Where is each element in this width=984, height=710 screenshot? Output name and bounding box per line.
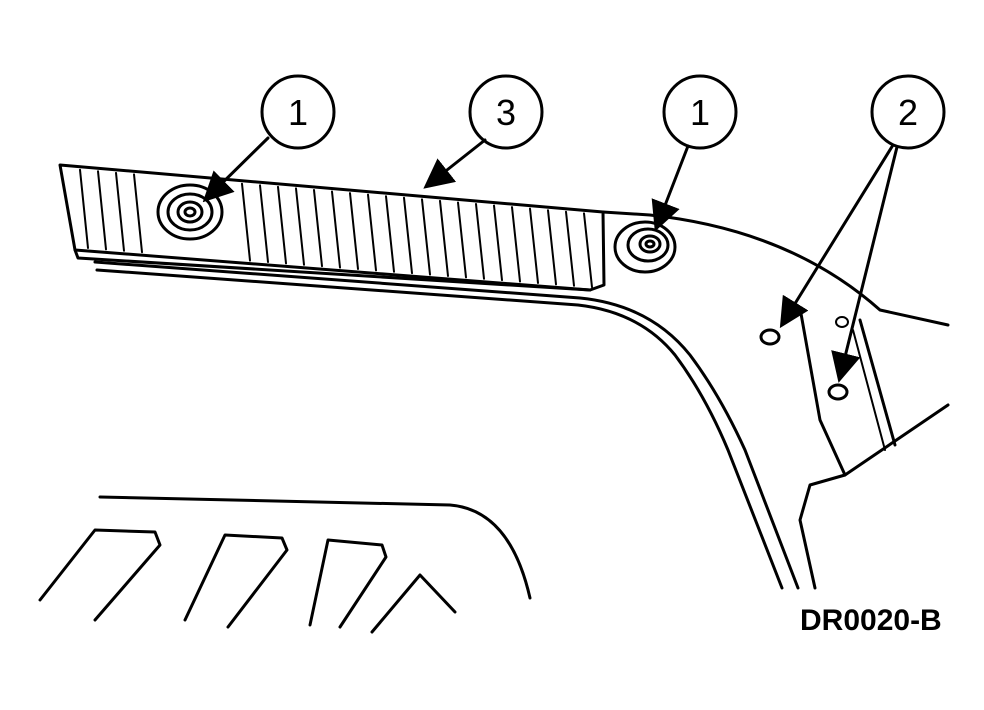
trim-rib <box>79 168 89 250</box>
fastener-right <box>613 220 677 274</box>
svg-text:3: 3 <box>496 92 516 133</box>
trim-rib <box>115 171 125 252</box>
trim-rib <box>583 212 593 289</box>
trim-rib <box>421 198 431 276</box>
trim-rib <box>313 188 323 268</box>
trim-rib <box>457 201 467 279</box>
trim-rib <box>475 203 485 280</box>
callout-1-right: 1 <box>651 74 738 232</box>
floor-panel <box>38 495 532 634</box>
trim-panel-ribs <box>79 168 593 289</box>
callout-3: 3 <box>423 74 544 189</box>
reference-code: DR0020-B <box>800 604 942 637</box>
trim-rib <box>241 182 251 262</box>
trim-rib <box>259 184 269 263</box>
trim-rib <box>97 170 107 251</box>
trim-rib <box>493 204 503 282</box>
trim-rib <box>403 196 413 275</box>
trim-rib <box>331 190 341 269</box>
trim-rib <box>547 209 557 286</box>
trim-rib <box>439 199 449 277</box>
trim-rib <box>133 173 143 254</box>
scuff-plate-trim-panel <box>58 163 606 292</box>
svg-text:1: 1 <box>690 92 710 133</box>
trim-rib <box>565 210 575 287</box>
trim-rib <box>367 193 377 272</box>
svg-text:2: 2 <box>898 92 918 133</box>
callout-2: 2 <box>779 74 946 383</box>
svg-text:1: 1 <box>288 92 308 133</box>
trim-rib <box>385 195 395 273</box>
trim-rib <box>277 185 287 265</box>
callout-1-left: 1 <box>202 74 336 203</box>
trim-rib <box>349 192 359 270</box>
fastener-left <box>156 183 224 241</box>
mounting-holes <box>759 316 849 401</box>
trim-rib <box>511 206 521 283</box>
trim-rib <box>295 187 305 266</box>
trim-rib <box>529 207 539 284</box>
door-opening-body <box>93 210 950 590</box>
